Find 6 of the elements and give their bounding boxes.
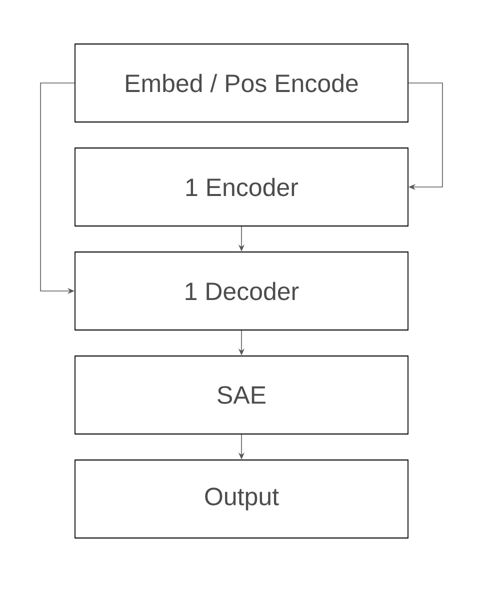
process-box: Output	[74, 460, 408, 538]
process-box: Embed / Pos Encode	[74, 44, 408, 122]
arrow	[408, 82, 443, 190]
process-box: 1 Encoder	[74, 148, 408, 226]
process-box: 1 Decoder	[74, 252, 408, 330]
process-box: SAE	[74, 356, 408, 434]
